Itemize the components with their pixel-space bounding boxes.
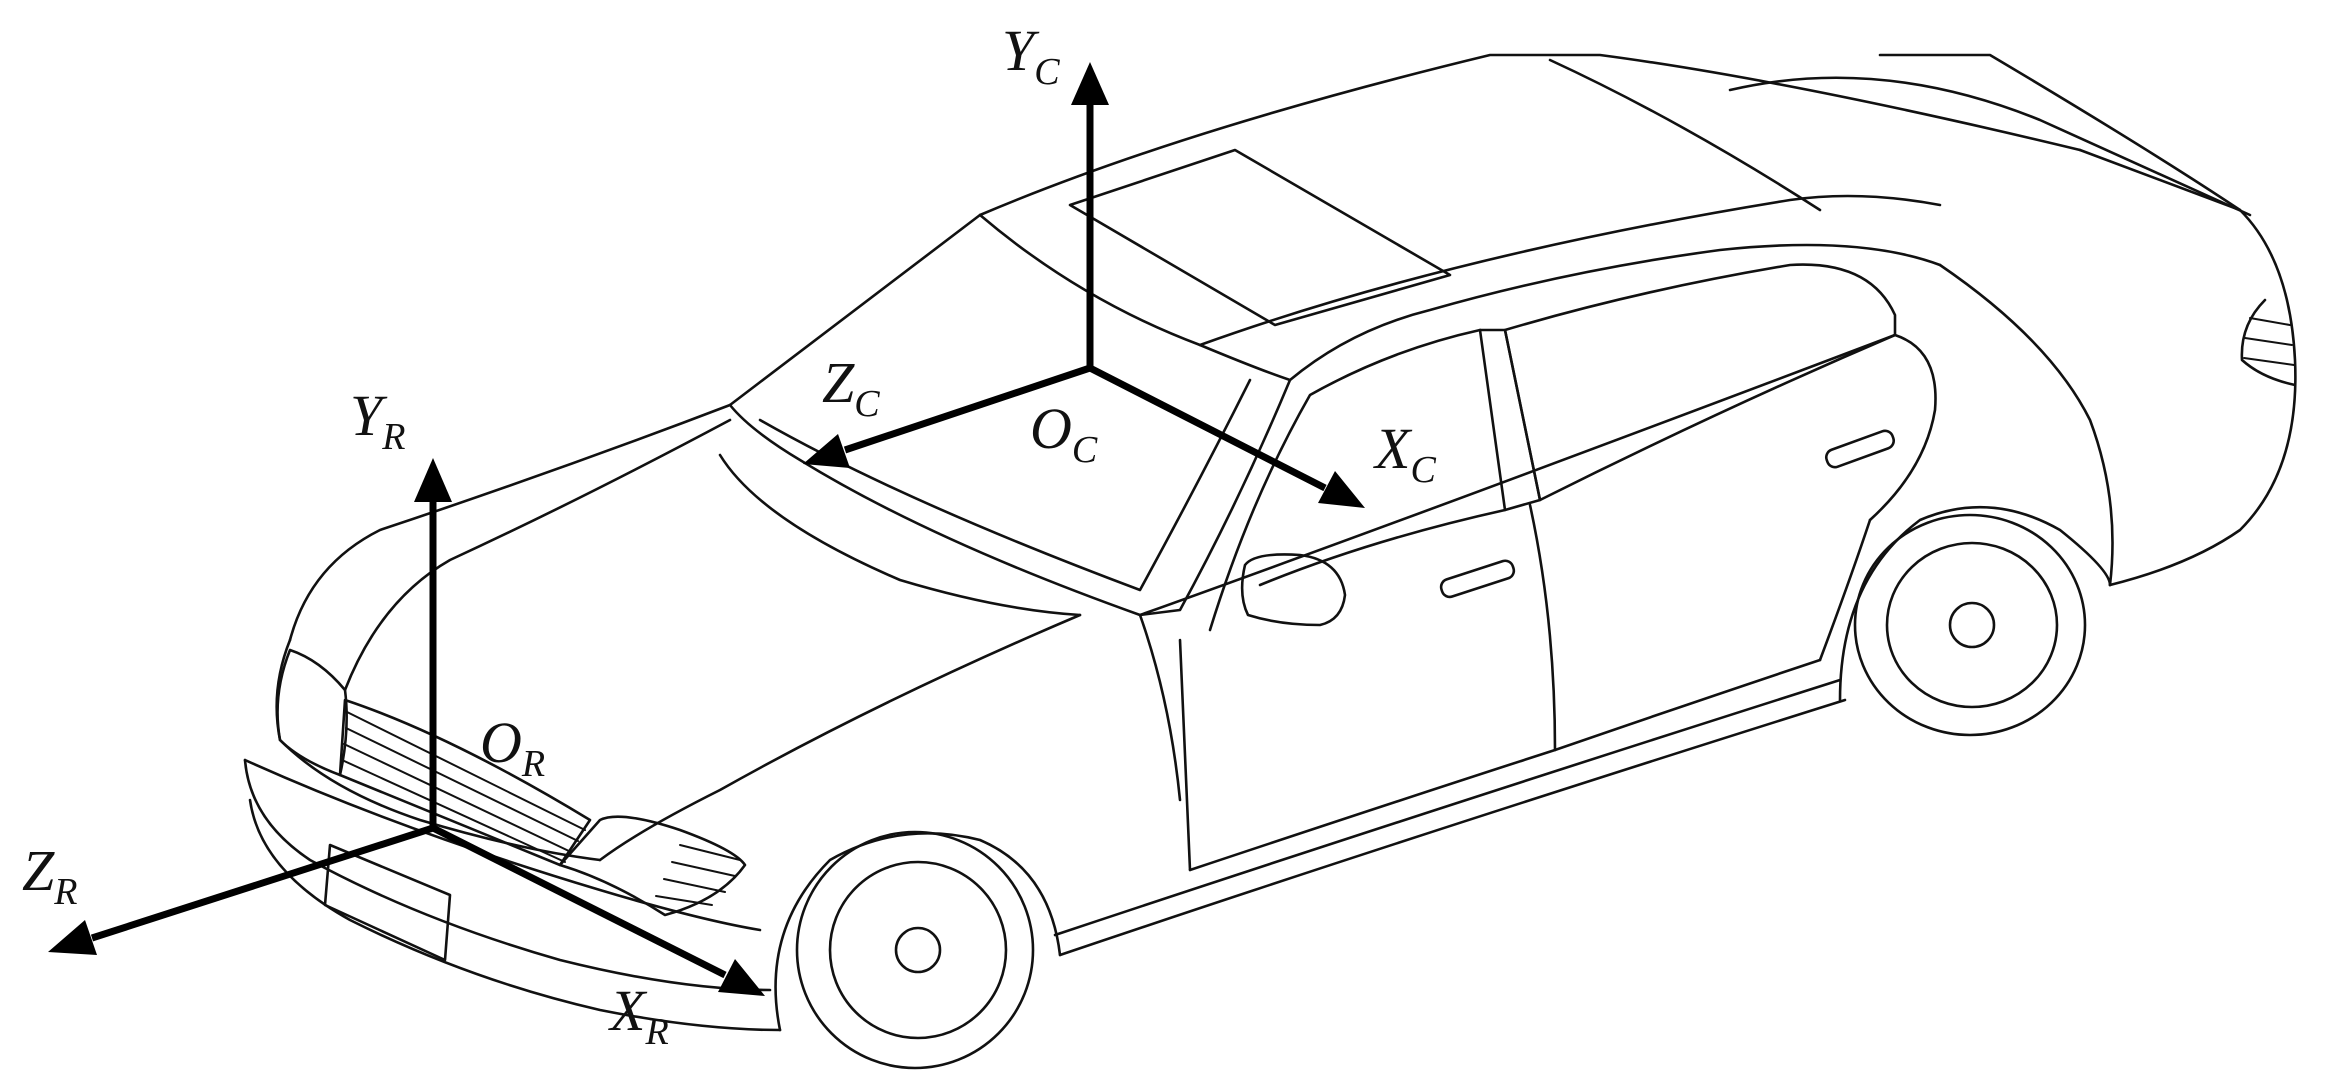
car-hood-side-edge xyxy=(598,613,1082,862)
car-sunroof xyxy=(1068,148,1452,327)
car-rear-wheel-arch xyxy=(1838,505,2112,702)
vehicle-y-arrowhead xyxy=(414,458,452,502)
car-bumper-upper xyxy=(243,758,762,932)
vehicle-z-label: ZR xyxy=(22,838,77,913)
car-license-plate xyxy=(323,843,452,962)
camera-x-axis xyxy=(1088,364,1327,492)
car-front-door-line xyxy=(1178,638,1192,872)
car-rear-hub xyxy=(1948,601,1996,649)
car-rear-end xyxy=(2078,148,2297,587)
camera-y-label: YC xyxy=(1002,18,1060,93)
car-rear-rim xyxy=(1885,541,2059,709)
car-rear-lamp xyxy=(2240,298,2297,387)
car-door-bottom-line xyxy=(1188,658,1822,872)
car-sill-line xyxy=(1058,698,1847,957)
car-front-side-window xyxy=(1208,328,1507,632)
car-hood-crease xyxy=(343,418,732,692)
camera-x-arrowhead xyxy=(1318,471,1365,508)
vehicle-z-axis xyxy=(90,824,435,942)
camera-z-axis xyxy=(843,364,1092,454)
camera-x-label: XC xyxy=(1373,416,1436,491)
car-shoulder-line xyxy=(1938,263,2114,587)
car-rear-window-line xyxy=(1548,58,1822,212)
car-rear-door-handle xyxy=(1824,429,1896,469)
vehicle-z-arrowhead xyxy=(48,920,97,955)
car-front-bumper xyxy=(243,758,772,992)
vehicle-origin-label: OR xyxy=(480,710,545,785)
car-hood-outline xyxy=(288,403,732,642)
car-bumper-lower xyxy=(248,798,782,1032)
car-side-mirror xyxy=(1240,553,1347,627)
car-front-tire xyxy=(795,830,1035,1070)
vehicle-x-axis xyxy=(431,824,727,979)
car-hood-front-edge xyxy=(718,453,1082,617)
car-roof-outline xyxy=(728,53,2082,407)
camera-z-arrowhead xyxy=(803,434,850,468)
car-fender-line xyxy=(1138,613,1182,802)
car-trunk-edge xyxy=(1878,53,2242,212)
car-drawing xyxy=(243,53,2297,1070)
car-roof-inner-edge xyxy=(978,194,1942,347)
vehicle-frame: YR OR ZR XR xyxy=(22,383,765,1053)
vehicle-y-label: YR xyxy=(350,383,405,458)
car-window-frame xyxy=(1478,328,1542,512)
vehicle-x-arrowhead xyxy=(718,959,765,996)
car-headlight-left xyxy=(276,648,348,777)
car-a-pillar xyxy=(1288,243,1942,382)
car-windshield-outer xyxy=(728,343,1292,617)
car-door-divider xyxy=(1528,503,1557,752)
camera-y-arrowhead xyxy=(1071,62,1109,105)
camera-z-label: ZC xyxy=(822,350,880,425)
vehicle-x-label: XR xyxy=(608,978,669,1053)
car-belt-line xyxy=(1138,333,1937,617)
car-headlight-right xyxy=(558,815,747,917)
car-front-hub xyxy=(894,926,942,974)
camera-origin-label: OC xyxy=(1030,396,1098,471)
car-rear-fender xyxy=(1818,518,1872,662)
car-rocker-panel xyxy=(1053,678,1842,937)
car-trunk-line xyxy=(1728,76,2252,217)
camera-frame: YC ZC OC XC xyxy=(803,18,1436,508)
car-front-door-handle xyxy=(1439,559,1516,599)
car-grille-outline xyxy=(338,698,592,867)
car-rear-side-window xyxy=(1503,263,1897,502)
car-rear-tire xyxy=(1853,513,2087,737)
car-front-wheel-arch xyxy=(774,832,1062,1032)
car-front-rim xyxy=(828,860,1008,1040)
